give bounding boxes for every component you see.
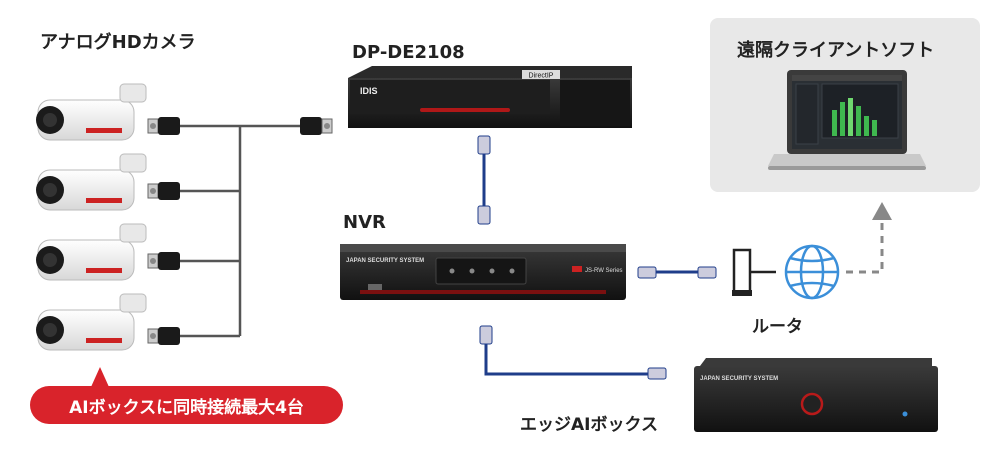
nvr-device: JAPAN SECURITY SYSTEM JS-RW Series: [340, 244, 626, 300]
edge-brand: JAPAN SECURITY SYSTEM: [700, 376, 778, 382]
router-icon: [732, 248, 776, 296]
nvr-brand: JAPAN SECURITY SYSTEM: [346, 258, 424, 264]
edge-ai-box: JAPAN SECURITY SYSTEM: [694, 358, 938, 432]
globe-icon: [784, 244, 840, 300]
nvr-series: JS-RW Series: [585, 268, 623, 274]
client-label: 遠隔クライアントソフト: [737, 40, 935, 61]
dp-brand: IDIS: [360, 86, 378, 96]
bnc-connector-4: [147, 327, 180, 345]
lan-cable-nvr-router: [637, 266, 717, 279]
camera-2: [36, 153, 147, 211]
cameras-label: アナログHDカメラ: [40, 32, 196, 53]
bnc-connector-2: [147, 182, 180, 200]
edge-box-label: エッジAIボックス: [520, 415, 658, 435]
coax-wiring: [180, 124, 300, 338]
nvr-label: NVR: [343, 212, 386, 233]
dp-tag: DirectIP: [529, 73, 554, 80]
max-connections-badge: AIボックスに同時接続最大4台: [30, 386, 343, 424]
lan-cable-nvr-edge: [479, 325, 667, 380]
camera-4: [36, 293, 147, 351]
badge-pointer: [91, 367, 109, 387]
bnc-connector-3: [147, 252, 180, 270]
bnc-connector-1: [147, 117, 180, 135]
camera-3: [36, 223, 147, 281]
bnc-connector-dp: [300, 117, 333, 135]
router-label: ルータ: [752, 317, 803, 337]
camera-1: [36, 83, 147, 141]
laptop-icon: [768, 70, 926, 170]
lan-cable-dp-nvr: [477, 135, 491, 225]
dp-de2108-device: DirectIP IDIS: [348, 66, 632, 128]
dp-device-label: DP-DE2108: [352, 42, 465, 63]
dashed-arrow: [846, 202, 892, 274]
